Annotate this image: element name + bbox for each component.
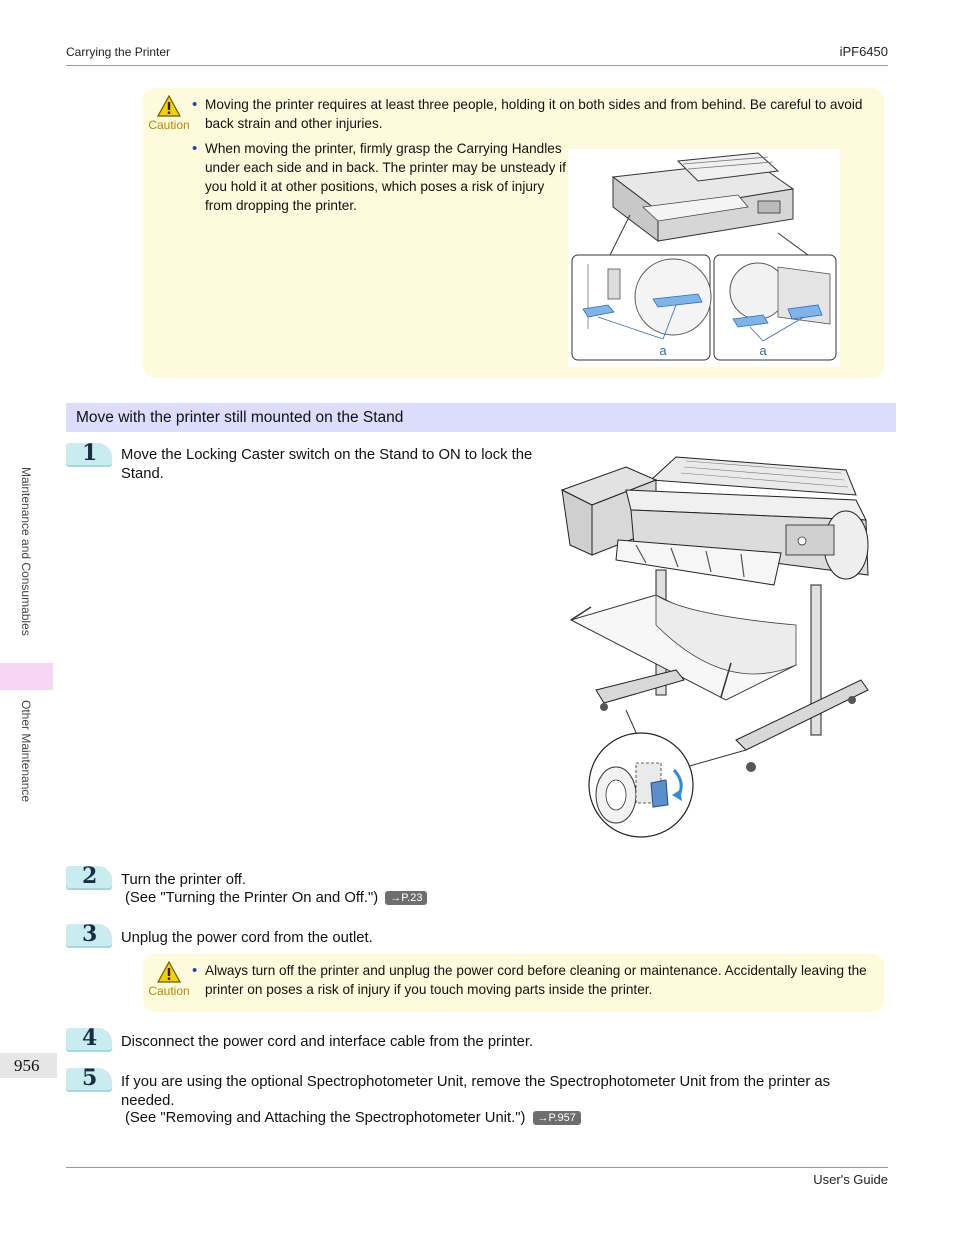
step-3-text: Unplug the power cord from the outlet. [121,930,373,946]
carrying-handles-figure: a a [568,149,840,367]
step-5-reference-text: (See "Removing and Attaching the Spectro… [125,1110,526,1126]
step-3-badge: 3 [66,921,112,948]
page-number-box: 956 [0,1053,57,1078]
handle-label-right: a [759,343,767,358]
step-5-badge: 5 [66,1065,112,1092]
step-2-badge: 2 [66,863,112,890]
step-4-text: Disconnect the power cord and interface … [121,1034,534,1050]
step-4-badge: 4 [66,1025,112,1052]
caution-icon-block: Caution [144,95,194,132]
printer-on-stand-figure [556,445,878,845]
warning-triangle-icon [157,95,181,117]
footer-divider [66,1167,888,1168]
section-title: Move with the printer still mounted on t… [76,409,404,426]
running-header-section: Carrying the Printer [66,45,171,59]
caution-label: Caution [148,984,190,998]
step-2-text: Turn the printer off. [121,872,247,888]
caution-bullet-unplug: Always turn off the printer and unplug t… [192,961,875,999]
caution-label: Caution [148,118,190,132]
caution-bullet-handles: When moving the printer, firmly grasp th… [192,139,567,215]
step-5-reference: (See "Removing and Attaching the Spectro… [125,1110,581,1126]
step-1-badge: 1 [66,440,112,467]
sidebar-chapter[interactable]: Maintenance and Consumables [19,467,33,636]
header-divider [66,65,888,66]
caution-icon-block: Caution [144,961,194,998]
page-link-p23[interactable]: →P.23 [385,891,428,905]
page-link-p957[interactable]: →P.957 [532,1111,581,1125]
warning-triangle-icon [157,961,181,983]
caution-box-moving: Caution Moving the printer requires at l… [143,88,884,378]
step-2-reference-text: (See "Turning the Printer On and Off.") [125,890,379,906]
sidebar-active-tab [0,663,53,690]
footer-guide: User's Guide [813,1172,888,1187]
step-5-text: If you are using the optional Spectropho… [121,1074,830,1109]
sidebar-subchapter[interactable]: Other Maintenance [19,700,33,803]
caution-box-unplug: Caution Always turn off the printer and … [143,954,884,1012]
caution-bullet-people: Moving the printer requires at least thr… [192,95,875,133]
step-2-reference: (See "Turning the Printer On and Off.") … [125,890,428,906]
page-number: 956 [14,1056,40,1075]
running-header-model: iPF6450 [839,44,888,59]
step-1-text: Move the Locking Caster switch on the St… [121,447,533,482]
section-heading-bar: Move with the printer still mounted on t… [66,403,896,432]
handle-label-left: a [659,343,667,358]
